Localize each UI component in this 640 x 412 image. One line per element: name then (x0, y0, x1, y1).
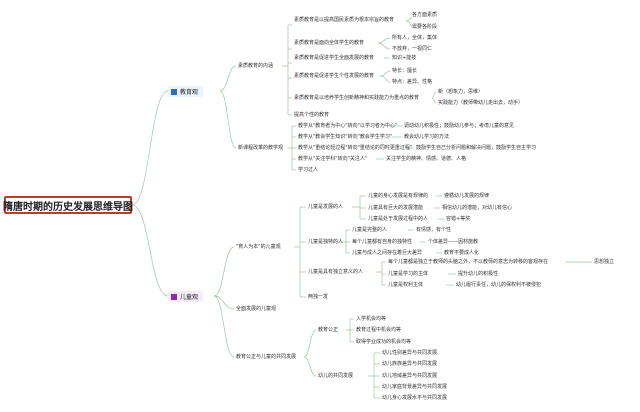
square-icon (171, 293, 177, 300)
node-leaf: 幼儿地域差异与共同发展 (382, 373, 438, 379)
node-sub: 儿童是发展的人 (308, 204, 344, 210)
node-sub: 素质教育是促进学生全面发展的教育 (294, 55, 375, 61)
node-sub: 两独一发 (308, 294, 329, 300)
node-leaf: 儿童是学习的主体 (388, 271, 429, 277)
leaf-note: 遵循幼儿发展的规律 (444, 193, 490, 199)
node-sub: 教学从"教育者为中心"转向"以学习者为中心" (298, 123, 398, 129)
leaf-node: 不放弃，一视同仁 (392, 46, 433, 52)
node-sub: 儿童是具有独立意义的人 (308, 269, 364, 275)
node-leaf: 儿童是处于发展过程中的人 (368, 216, 429, 222)
leaf-note: 思想独立 (594, 259, 615, 265)
node-sub: 教学从"关注学科"转向"关注人" (298, 156, 368, 162)
leaf-note: 鼓励学生自己分析问题和解决问题，鼓励学生自主学习 (416, 145, 537, 151)
node-leaf: 儿童与成人之间存在着巨大差异 (352, 250, 423, 256)
node-leaf: 每个儿童都有自身的独特性 (352, 239, 413, 245)
branch-node-education-view: 教育观 (168, 86, 204, 97)
branch-node-child-view: 儿童观 (168, 291, 204, 302)
leaf-note: 个体差异——因材施教 (428, 239, 479, 245)
leaf-node: 所有人，全体，集体 (392, 35, 438, 41)
leaf-note: 关注学生的精神、情感、道德、人格 (386, 156, 467, 162)
node-education-fairness: 教育公正与儿童的共同发展 (236, 354, 297, 360)
leaf-node: 各方面素质 (412, 12, 438, 18)
node-sub: 学习过人 (298, 167, 319, 173)
node-leaf: 取得学业成功的机会均等 (356, 339, 412, 345)
node-leaf: 儿童是完整的人 (352, 227, 388, 233)
branch-label: 儿童观 (180, 294, 199, 301)
node-sub: 教学从"重结论轻过程"转向"重结论的同时更重过程" (298, 145, 413, 151)
node-leaf: 每个儿童都是独立于教师的头脑之外，不以教师的意志为转移的客观存在 (388, 259, 549, 265)
leaf-node: 新（想象力，思维） (438, 89, 484, 95)
node-leaf: 入学机会均等 (356, 316, 387, 322)
leaf-note: 教会幼儿学习的方法 (404, 134, 450, 140)
leaf-node: 实践能力（教师带幼儿走出去，动手） (438, 100, 524, 106)
root-node-title: 隋唐时期的历史发展思维导图 (3, 196, 133, 214)
node-leaf: 儿童是权利主体 (388, 282, 424, 288)
node-leaf: 教育过程中机会均等 (356, 327, 402, 333)
node-sub: 儿童是独特的人 (308, 239, 344, 245)
node-sub: 提高个性的教育 (294, 112, 330, 118)
leaf-note: 教育不要成人化 (444, 250, 480, 256)
leaf-node: 特点：差异、性格 (392, 79, 433, 85)
node-sub: 素质教育是面向全体学生的教育 (294, 40, 365, 46)
node-sub: 教育公正 (318, 327, 339, 333)
node-sub: 幼儿的共同发展 (318, 373, 354, 379)
node-leaf: 幼儿身心发展水平与共同发展 (382, 395, 448, 401)
node-sub: 素质教育是促进学生个性发展的教育 (294, 73, 375, 79)
leaf-note: 提升幼儿的积极性 (458, 271, 499, 277)
node-leaf: 幼儿性别差异与共同发展 (382, 350, 438, 356)
node-sub: 教学从"教会学生知识"转向"教会学生学习" (298, 134, 393, 140)
node-leaf: 幼儿族族差异与共同发展 (382, 361, 438, 367)
branch-label: 教育观 (180, 89, 199, 96)
node-leaf: 儿童的身心发展是有规律的 (368, 193, 429, 199)
node-all-round-development: 全面发展的儿童观 (236, 306, 277, 312)
leaf-node: 特长：擅长 (392, 68, 418, 74)
node-sub: 素质教育是以提高国民素质为根本宗旨的教育 (294, 17, 395, 23)
node-leaf: 儿童具有巨大的发展潜能 (368, 205, 424, 211)
node-sub: 素质教育是以培养学生创新精神和实践能力为重点的教育 (294, 95, 420, 101)
square-icon (171, 88, 177, 95)
leaf-note: 调动幼儿积极性；鼓励幼儿参与；考虑儿童的意见 (404, 123, 515, 129)
leaf-note: 有情感，有个性 (416, 227, 452, 233)
node-leaf: 幼儿家庭背景差异与共同发展 (382, 384, 448, 390)
leaf-note: 相信幼儿的潜能，对幼儿有信心 (442, 205, 513, 211)
leaf-note: 容错+等奖 (446, 216, 471, 222)
node-quality-education-meaning: 素质教育的内涵 (238, 63, 274, 69)
leaf-node: 需要各阶段 (412, 24, 438, 30)
node-new-curriculum-teaching-view: 新课程改革的教学观 (238, 145, 284, 151)
node-people-oriented-child-view: "育人为本"的儿童观 (236, 244, 281, 250)
leaf-note: 幼儿履行责任，幼儿的保权利不被侵犯 (456, 282, 542, 288)
leaf-node: 知识+能技 (392, 55, 417, 61)
